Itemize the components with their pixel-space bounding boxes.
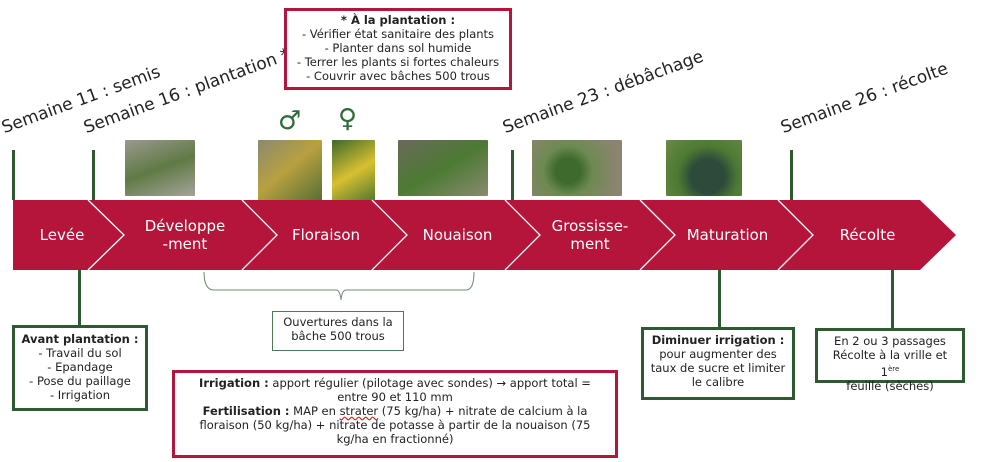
marker-line: [511, 150, 514, 200]
recolte-line: feuille (sèches): [846, 378, 934, 393]
avant-title: Avant plantation :: [21, 332, 139, 346]
ouvertures-box: Ouvertures dans la bâche 500 trous: [272, 311, 404, 351]
arrow-body: [13, 200, 956, 270]
stage-grossissement: Grossisse- ment: [551, 217, 629, 253]
plantation-item: - Vérifier état sanitaire des plants: [301, 27, 495, 41]
marker-line: [12, 150, 15, 200]
male-symbol-icon: ♂: [278, 106, 302, 136]
avant-item: - Irrigation: [49, 388, 111, 402]
connector-line: [891, 270, 894, 328]
stage-separator: [241, 199, 278, 271]
recolte-sup: ère: [887, 365, 900, 373]
photo-male-flower: [258, 140, 322, 206]
stage-separator: [504, 199, 541, 271]
stage-levee: Levée: [39, 226, 85, 244]
photo-fruit-set: [398, 140, 488, 196]
brace-bracket: [203, 271, 475, 301]
avant-item: - Epandage: [47, 360, 113, 374]
plantation-title: * À la plantation :: [340, 13, 456, 27]
avant-item: - Pose du paillage: [29, 374, 131, 388]
stage-nouaison: Nouaison: [422, 226, 493, 244]
irrigation-fertilisation-box: Irrigation : apport régulier (pilotage a…: [172, 370, 618, 458]
plantation-item: - Terrer les plants si fortes chaleurs: [296, 55, 500, 69]
maturation-title: Diminuer irrigation :: [651, 333, 785, 347]
connector-line: [78, 270, 81, 326]
connector-line: [718, 270, 721, 328]
stage-separator: [371, 199, 408, 271]
recolte-line: En 2 ou 3 passages: [834, 334, 946, 348]
plantation-box: * À la plantation : - Vérifier état sani…: [284, 8, 512, 90]
photo-development: [125, 140, 195, 196]
fert-strater: strater: [339, 404, 379, 418]
stage-separator: [777, 199, 814, 271]
marker-line: [92, 150, 95, 200]
avant-plantation-box: Avant plantation : - Travail du sol - Ep…: [12, 325, 148, 411]
marker-line: [790, 150, 793, 200]
stage-separator: [639, 199, 676, 271]
irrigation-text: apport régulier (pilotage avec sondes) →…: [272, 376, 591, 404]
photo-growing-fruit: [532, 140, 622, 196]
irrigation-title: Irrigation :: [199, 376, 269, 390]
plantation-item: - Planter dans sol humide: [324, 41, 472, 55]
maturation-box: Diminuer irrigation : pour augmenter des…: [641, 327, 795, 400]
stage-developpement: Développe -ment: [144, 217, 226, 253]
photo-female-flower: [332, 140, 375, 206]
recolte-box: En 2 ou 3 passages Récolte à la vrille e…: [815, 328, 965, 393]
fert-text: MAP en: [293, 404, 340, 418]
stage-maturation: Maturation: [686, 226, 769, 244]
fert-text: (75 kg/ha) + nitrate de calcium à la flo…: [199, 404, 591, 446]
recolte-line: Récolte à la vrille et 1: [832, 348, 948, 379]
stage-floraison: Floraison: [292, 226, 360, 244]
female-symbol-icon: ♀: [338, 104, 358, 134]
fertilisation-title: Fertilisation :: [202, 404, 290, 418]
avant-item: - Travail du sol: [38, 346, 122, 360]
plantation-item: - Couvrir avec bâches 500 trous: [306, 69, 490, 83]
stage-separator: [87, 199, 125, 271]
maturation-text: pour augmenter des taux de sucre et limi…: [650, 347, 786, 389]
photo-mature-fruit: [666, 140, 742, 196]
stage-recolte: Récolte: [839, 226, 896, 244]
